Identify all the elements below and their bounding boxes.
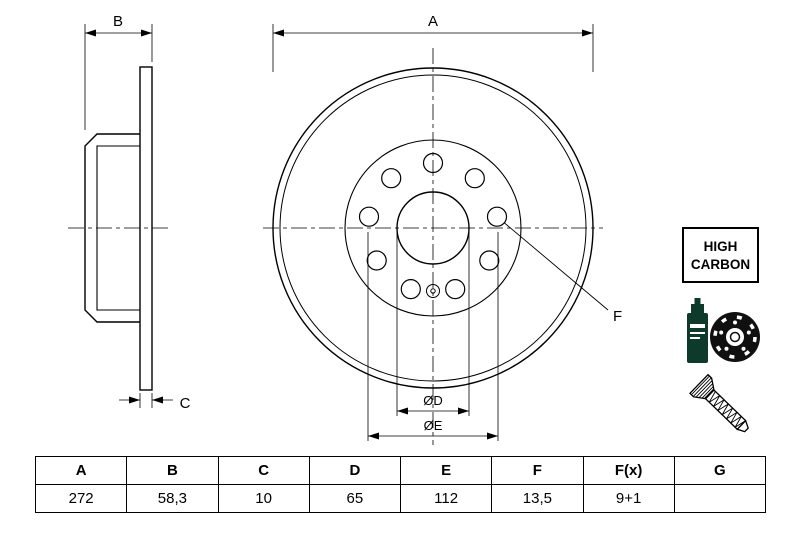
screw-head-hatching — [691, 376, 714, 399]
front-view — [263, 48, 609, 445]
col-header-c: C — [217, 456, 310, 485]
spray-can-label-line — [690, 337, 700, 339]
arrowhead — [397, 407, 408, 415]
dimension-c-label: C — [180, 395, 191, 412]
value-b: 58,3 — [126, 484, 219, 513]
bolt-holes — [358, 152, 508, 300]
high-carbon-line2: CARBON — [691, 257, 750, 272]
col-header-b: B — [126, 456, 219, 485]
dimension-e-label: ØE — [424, 418, 443, 433]
dimension-a-label: A — [428, 13, 438, 30]
arrowhead — [458, 407, 469, 415]
value-e: 112 — [399, 484, 493, 513]
icon-disc-vents — [713, 315, 757, 359]
table-value-row: 272 58,3 10 65 112 13,5 9+1 — [34, 484, 767, 513]
arrowhead — [129, 396, 140, 404]
outer-chamfer-circle — [279, 74, 587, 382]
coating-icon — [687, 298, 760, 363]
col-header-g: G — [673, 456, 767, 485]
dimension-b-label: B — [113, 13, 123, 30]
outer-diameter-circle — [272, 67, 594, 389]
dimension-f-label: F — [613, 308, 622, 325]
center-bore-circle — [396, 191, 470, 265]
col-header-fx: F(x) — [582, 456, 675, 485]
icon-disc-bore — [729, 331, 741, 343]
value-d: 65 — [308, 484, 402, 513]
side-view — [68, 66, 170, 391]
screw-shank — [704, 389, 747, 431]
dimension-b — [84, 24, 153, 130]
spray-can-nozzle — [694, 298, 701, 304]
hat-circle — [344, 139, 522, 317]
value-fx: 9+1 — [582, 484, 675, 513]
dimension-table: A B C D E F F(x) G 272 58,3 10 65 112 13… — [34, 456, 767, 513]
dimension-e — [367, 232, 499, 441]
arrowhead — [273, 29, 284, 37]
value-c: 10 — [217, 484, 310, 513]
screw-icon — [689, 373, 749, 433]
col-header-a: A — [34, 456, 128, 485]
arrowhead — [141, 29, 152, 37]
technical-drawing-area: B C — [68, 13, 760, 445]
icon-disc-hub — [726, 328, 744, 346]
hat-outer-profile — [84, 133, 140, 323]
arrowhead — [368, 432, 379, 440]
screw-tip — [736, 419, 749, 433]
value-f: 13,5 — [491, 484, 584, 513]
spray-can-cap — [691, 304, 704, 313]
arrowhead — [85, 29, 96, 37]
col-header-e: E — [399, 456, 493, 485]
arrowhead — [487, 432, 498, 440]
dimension-d-label: ØD — [423, 393, 443, 408]
f-leader-line — [504, 222, 609, 311]
hat-inner-profile — [96, 145, 140, 311]
locating-hole — [426, 284, 440, 298]
spray-can-label — [690, 324, 705, 328]
friction-ring-outline — [139, 66, 153, 391]
value-g — [673, 484, 767, 513]
col-header-d: D — [308, 456, 402, 485]
arrowhead — [152, 396, 163, 404]
screw-threads — [708, 391, 746, 428]
table-header-row: A B C D E F F(x) G — [34, 456, 767, 485]
high-carbon-line1: HIGH — [704, 239, 738, 254]
brake-disc-drawing: B C — [68, 13, 760, 445]
dimension-c — [119, 393, 173, 408]
dimension-a — [272, 24, 594, 72]
icon-disc-bolt-holes — [719, 320, 751, 351]
value-a: 272 — [34, 484, 128, 513]
spray-can-label-line — [690, 332, 705, 334]
arrowhead — [582, 29, 593, 37]
dimension-d — [396, 232, 470, 416]
high-carbon-badge: HIGH CARBON — [682, 227, 759, 283]
col-header-f: F — [491, 456, 584, 485]
